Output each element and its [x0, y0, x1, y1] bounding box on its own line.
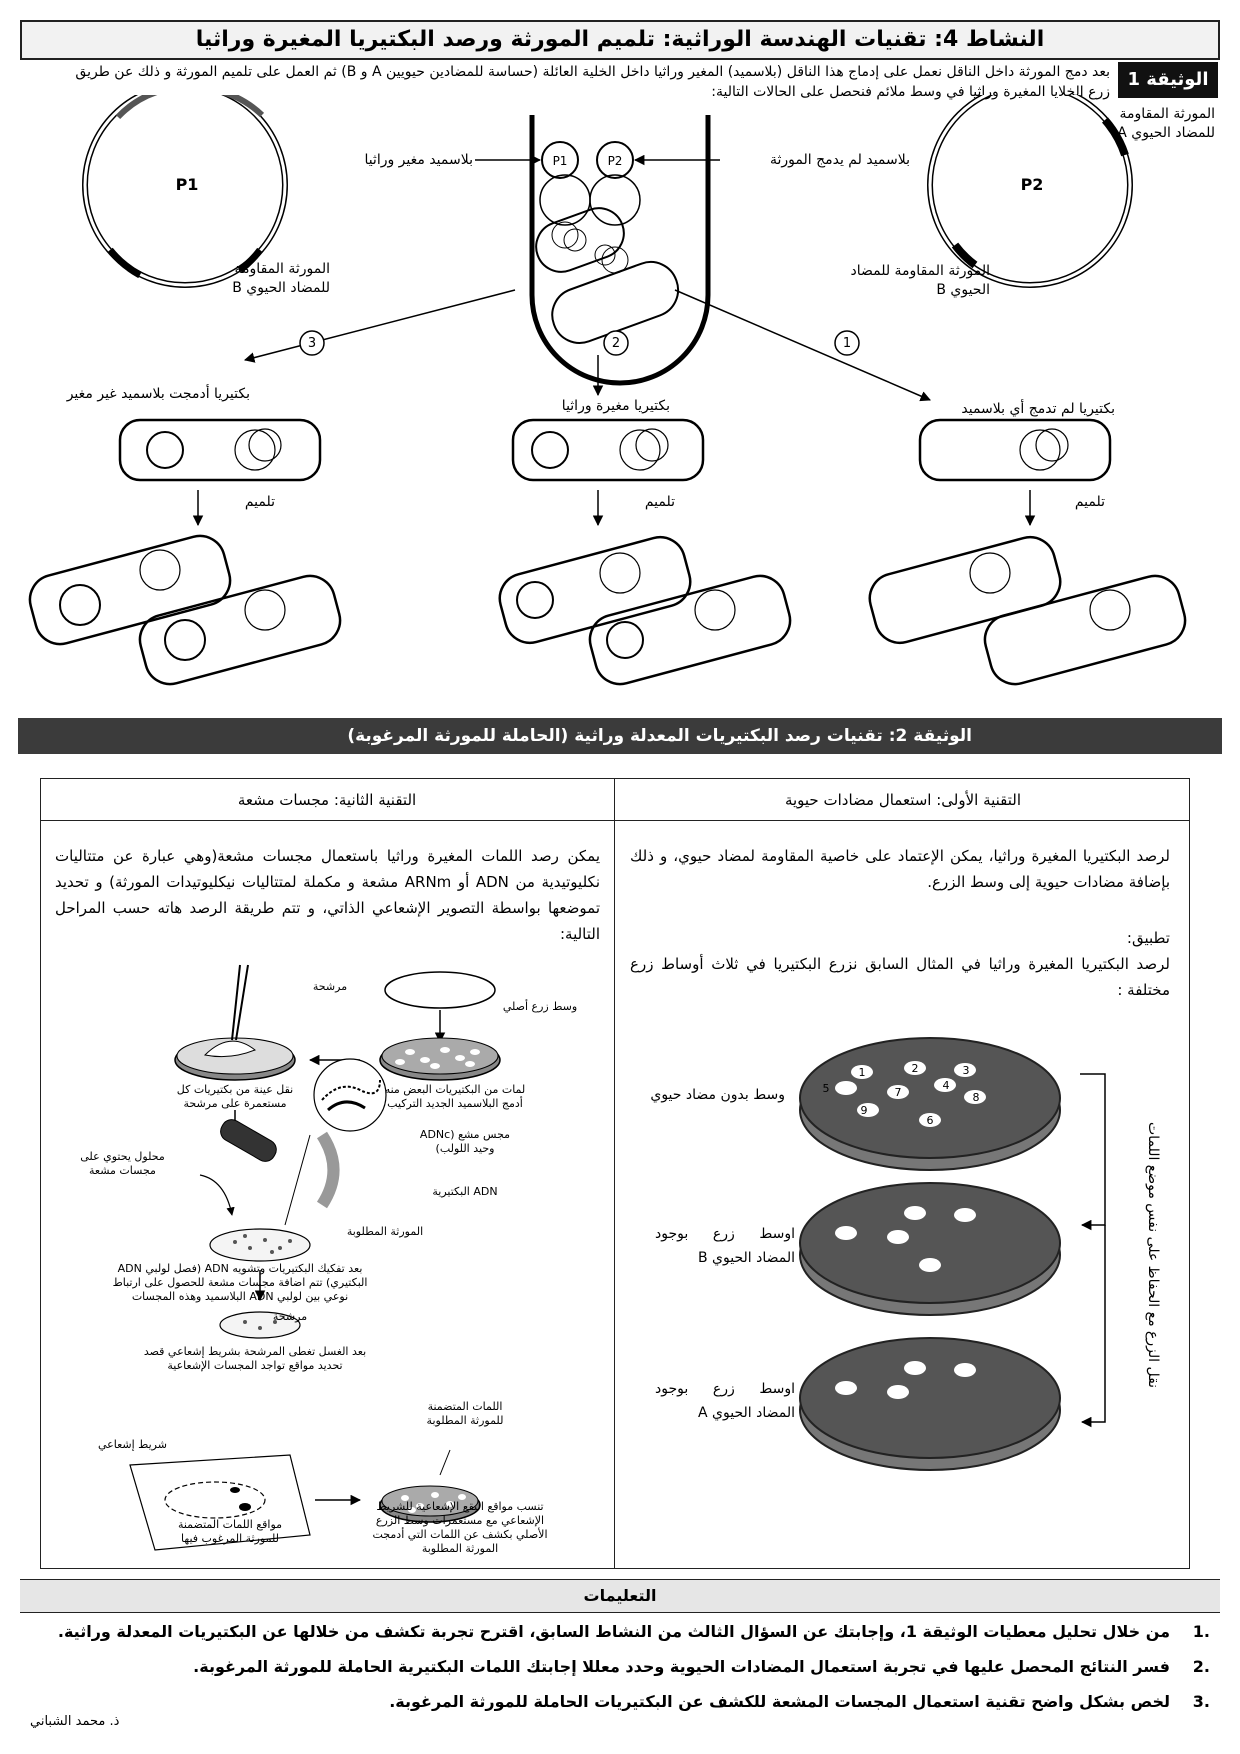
tech1-title: التقنية الأولى: استعمال مضادات حيوية	[784, 791, 1022, 809]
tube-p1-label: P1	[552, 154, 568, 168]
gene-resist-a-label: المورثة المقاومة للمضاد الحيوي A	[1117, 106, 1215, 141]
clones-case3	[28, 534, 342, 686]
transfer-caption: نقل عينة من بكتيريات كل مستعمرة على مرشح…	[176, 1083, 294, 1110]
p1-label: P1	[175, 175, 199, 194]
probe-tube-icon	[220, 1119, 277, 1162]
instruction-number-3: 3.	[1192, 1692, 1210, 1711]
bact-dna-label: ADN البكتيرية	[432, 1185, 498, 1198]
apply-text: لرصد البكتيريا المغيرة وراثيا في المثال …	[630, 955, 1170, 999]
bacterium-case2	[511, 418, 705, 482]
colony-number: 2	[911, 1062, 919, 1075]
lysis-caption: بعد تفكيك البكتيريات وتشويه ADN (فصل لول…	[112, 1262, 368, 1303]
tech1-text: لرصد البكتيريا المغيرة وراثيا، يمكن الإع…	[630, 847, 1170, 891]
colony-number: 5	[822, 1082, 830, 1095]
forceps-icon	[231, 964, 241, 1041]
result-dish	[379, 1485, 481, 1523]
gene-resist-b-right-label: المورثة المقاومة للمضاد الحيوي B	[850, 263, 990, 298]
instruction-number-2: 2.	[1192, 1657, 1210, 1676]
doc1-badge: الوثيقة 1	[1118, 62, 1218, 98]
antibiotic-dishes	[799, 1037, 1106, 1471]
dish-no-antibiotic	[799, 1037, 1061, 1171]
wash-caption: بعد الغسل تغطى المرشحة بشريط إشعاعي قصد …	[143, 1345, 367, 1372]
case1-label: بكتيريا لم تدمج أي بلاسميد	[961, 401, 1115, 417]
transfer-label: نقل الزرع مع الحفاظ على نفس موضع اللمات	[1145, 1121, 1161, 1389]
arrow-case3	[243, 289, 516, 363]
filter2-label: مرشحة	[272, 1310, 308, 1323]
dish2-label: اوسط زرع بوجود المضاد الحيوي B	[655, 1226, 795, 1266]
transfer-arrow-a	[1080, 1225, 1106, 1428]
case1-number: 1	[842, 336, 852, 351]
author-credit: ذ. محمد الشباني	[30, 1714, 120, 1729]
cloning-diagram	[28, 95, 1187, 686]
colony-number: 3	[962, 1064, 970, 1077]
instruction-number-1: 1.	[1192, 1622, 1210, 1641]
filter-label: مرشحة	[312, 980, 348, 993]
tech2-title: التقنية الثانية: مجسات مشعة	[237, 791, 417, 809]
page-title: النشاط 4: تقنيات الهندسة الوراثية: تلميم…	[20, 20, 1220, 60]
case3-label: بكتيريا أدمجت بلاسميد غير مغير	[66, 386, 250, 402]
colony-number: 7	[894, 1086, 902, 1099]
test-tube	[529, 115, 711, 386]
clones-case2	[498, 535, 792, 686]
colony-number: 6	[926, 1114, 934, 1127]
probe-technique-diagram	[129, 964, 501, 1551]
unmodified-plasmid-label: بلاسميد لم يدمج المورثة	[769, 152, 910, 168]
dish-antibiotic-b	[799, 1182, 1061, 1316]
case2-label: بكتيريا مغيرة وراثيا	[561, 398, 670, 414]
probe-label: مجس مشع (ADNc وحيد اللولب)	[419, 1128, 511, 1155]
transfer-arrow-b	[1080, 1073, 1106, 1231]
cloning-label-1: تلميم	[1074, 494, 1105, 510]
dish-antibiotic-a	[799, 1337, 1061, 1471]
instruction-item-3: لخص بشكل واضح تقنية استعمال المجسات المش…	[389, 1692, 1170, 1711]
dish1-label: وسط بدون مضاد حيوي	[650, 1087, 785, 1103]
gene-resist-b-left-label: المورثة المقاومة للمضاد الحيوي B	[232, 261, 330, 296]
tech2-text: يمكن رصد اللمات المغيرة وراثيا باستعمال …	[55, 847, 600, 943]
p2-label: P2	[1020, 175, 1044, 194]
clones-case1	[868, 535, 1187, 686]
target-colonies-label: اللمات المتضمنة للمورثة المطلوبة	[426, 1400, 504, 1427]
filter-with-probes	[209, 1228, 311, 1262]
colony-number: 1	[858, 1066, 866, 1079]
dish3-label: اوسط زرع بوجود المضاد الحيوي A	[655, 1381, 795, 1421]
orig-medium-label: وسط زرع أصلي	[502, 1000, 578, 1013]
colony-number: 8	[972, 1091, 980, 1104]
x-ray-film	[129, 1454, 311, 1551]
colony-number: 9	[860, 1104, 868, 1117]
case2-circle	[603, 330, 629, 356]
filter-disc	[384, 971, 496, 1009]
techniques-table	[40, 778, 1190, 1569]
plasmid-p1	[82, 95, 288, 288]
modified-plasmid-label: بلاسميد مغير وراثيا	[364, 152, 473, 168]
arrow-case1	[674, 289, 931, 402]
case2-number: 2	[611, 336, 621, 351]
probe-solution-label: محلول يحتوي على مجسات مشعة	[80, 1150, 165, 1177]
cloning-label-3: تلميم	[244, 494, 275, 510]
doc2-title: الوثيقة 2: تقنيات رصد البكتيريات المعدلة…	[18, 718, 1222, 754]
washed-filter	[219, 1311, 301, 1339]
table-divider	[614, 778, 615, 1569]
case3-number: 3	[307, 336, 317, 351]
original-dish	[379, 1037, 501, 1081]
doc1-intro: بعد دمج المورثة داخل الناقل نعمل على إدم…	[75, 64, 1110, 100]
plasmid-p2	[927, 95, 1133, 288]
bacterium-case3	[118, 418, 322, 482]
instruction-item-2: فسر النتائج المحصل عليها في تجربة استعما…	[193, 1657, 1170, 1676]
film-label: شريط إشعاعي	[98, 1438, 167, 1451]
target-gene-label: المورثة المطلوبة	[346, 1225, 424, 1238]
colony-number: 4	[942, 1079, 950, 1092]
instructions-title: التعليمات	[20, 1579, 1220, 1613]
spots-caption: مواقع اللمات المتضمنة للمورثة المرغوب في…	[177, 1518, 283, 1545]
bacterium-case1	[918, 418, 1112, 482]
case1-circle	[834, 330, 860, 356]
colonies-caption: لمات من البكتيريات البعض منه أدمج البلاس…	[384, 1083, 526, 1110]
table-header-divider	[40, 820, 1190, 821]
apply-title: تطبيق:	[1126, 929, 1170, 947]
instruction-item-1: من خلال تحليل معطيات الوثيقة 1، وإجابتك …	[57, 1622, 1170, 1641]
match-caption: تنسب مواقع البقع الإشعاعية للشريط الإشعا…	[372, 1500, 548, 1555]
transfer-dish	[174, 964, 296, 1081]
cloning-label-2: تلميم	[644, 494, 675, 510]
tube-p2-label: P2	[607, 154, 623, 168]
case3-circle	[299, 330, 325, 356]
dna-probe-detail	[284, 1058, 387, 1226]
